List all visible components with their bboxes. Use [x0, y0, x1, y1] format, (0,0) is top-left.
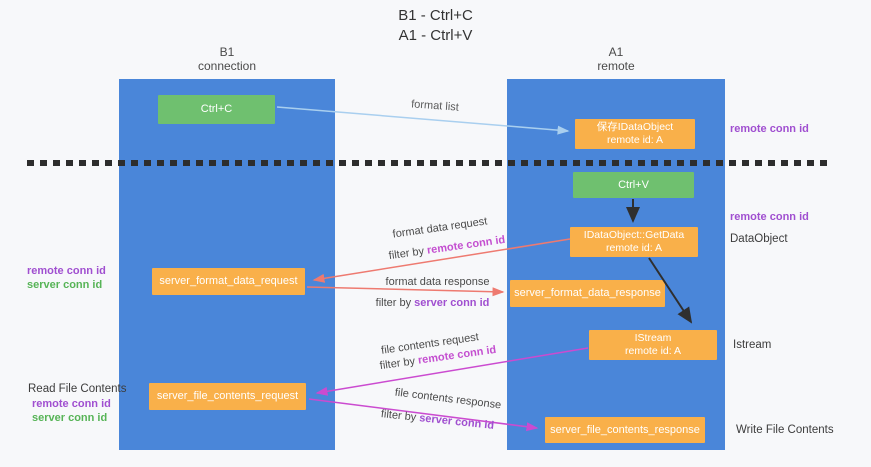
- left-column-name: B1: [219, 45, 235, 59]
- server-conn-id-highlight: server conn id: [414, 297, 490, 309]
- ctrl-c-label: Ctrl+C: [200, 103, 233, 115]
- server-file-contents-request-box: server_file_contents_request: [149, 383, 306, 410]
- format-response-label: server_format_data_response: [514, 287, 661, 299]
- remote-conn-id-label-top-right: remote conn id: [730, 123, 809, 135]
- title-line-1: B1 - Ctrl+C: [398, 7, 473, 24]
- file-response-label: server_file_contents_response: [550, 423, 700, 436]
- format-data-response-annotation: format data response: [385, 276, 490, 288]
- server-conn-id-highlight: server conn id: [418, 412, 495, 432]
- remote-conn-id-highlight: remote conn id: [426, 233, 506, 257]
- remote-conn-id-label-left-bottom: remote conn id: [32, 398, 111, 410]
- left-column-subtitle: connection: [197, 59, 257, 73]
- filter-by-prefix: filter by: [375, 297, 415, 309]
- right-column-name: A1: [608, 45, 624, 59]
- getdata-line2: remote id: A: [605, 242, 663, 254]
- server-format-data-response-box: server_format_data_response: [510, 280, 665, 307]
- format-list-annotation: format list: [410, 98, 460, 114]
- server-file-contents-response-box: server_file_contents_response: [545, 417, 705, 443]
- save-idataobject-line2: remote id: A: [606, 134, 664, 146]
- remote-conn-id-label-mid-right: remote conn id: [730, 211, 809, 223]
- istream-side-label: Istream: [733, 339, 772, 351]
- save-idataobject-box: 保存IDataObject remote id: A: [575, 119, 695, 149]
- istream-box: IStream remote id: A: [589, 330, 717, 360]
- ctrl-v-box: Ctrl+V: [573, 172, 694, 198]
- read-file-contents-label: Read File Contents: [28, 383, 127, 395]
- boundary-dashed-line: [27, 160, 830, 166]
- filter-by-server-conn-id-annotation-2: filter by server conn id: [375, 407, 501, 432]
- file-request-label: server_file_contents_request: [156, 390, 299, 402]
- diagram-title: B1 - Ctrl+C A1 - Ctrl+V: [0, 6, 871, 46]
- format-request-label: server_format_data_request: [159, 275, 298, 287]
- filter-by-prefix: filter by: [388, 244, 428, 263]
- write-file-contents-label: Write File Contents: [736, 424, 834, 436]
- istream-line2: remote id: A: [624, 345, 682, 357]
- save-idataobject-line1: 保存IDataObject: [596, 121, 674, 133]
- left-column-header: B1 connection: [119, 45, 335, 73]
- remote-conn-id-label-left-mid: remote conn id: [27, 265, 106, 277]
- server-format-data-request-box: server_format_data_request: [152, 268, 305, 295]
- ctrl-c-box: Ctrl+C: [158, 95, 275, 124]
- server-conn-id-label-left-bottom: server conn id: [32, 412, 108, 424]
- right-column-subtitle: remote: [597, 59, 635, 73]
- idataobject-getdata-box: IDataObject::GetData remote id: A: [570, 227, 698, 257]
- filter-by-server-conn-id-annotation-1: filter by server conn id: [370, 297, 495, 309]
- ctrl-v-label: Ctrl+V: [618, 178, 649, 191]
- dataobject-label: DataObject: [730, 233, 788, 245]
- istream-line1: IStream: [634, 332, 672, 344]
- title-line-2: A1 - Ctrl+V: [398, 27, 473, 44]
- right-column-header: A1 remote: [507, 45, 725, 73]
- getdata-line1: IDataObject::GetData: [583, 229, 685, 241]
- filter-by-prefix: filter by: [379, 354, 419, 373]
- filter-by-prefix: filter by: [380, 408, 420, 425]
- server-conn-id-label-left-mid: server conn id: [27, 279, 103, 291]
